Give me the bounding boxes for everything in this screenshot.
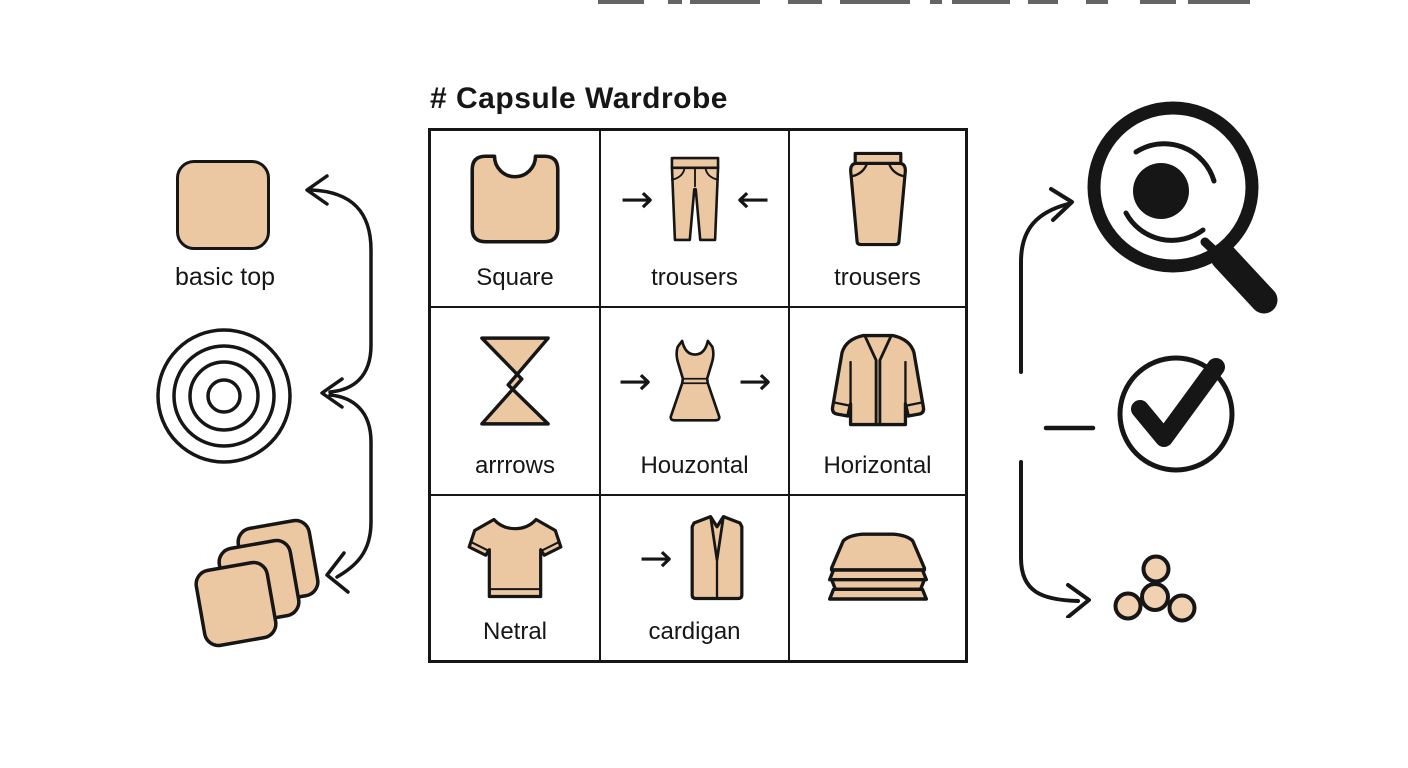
- dots-cluster-icon: [1113, 554, 1197, 623]
- cell-label: trousers: [834, 264, 921, 291]
- vest-icon: [690, 514, 744, 601]
- concentric-circles-icon: [156, 328, 292, 464]
- grid-cell-tshirt: Netral: [431, 496, 601, 660]
- grid-cell-dress: → → Houzontal: [601, 308, 790, 496]
- cell-label: Houzontal: [640, 452, 749, 479]
- cell-label: trousers: [651, 264, 738, 291]
- grid-cell-trousers: → ← trousers: [601, 131, 790, 308]
- arrow-right-icon: →: [617, 359, 652, 403]
- arrow-down-left-head: [325, 551, 350, 594]
- cropped-top-text-fragment: [1140, 0, 1176, 4]
- arrow-right-icon: →: [639, 536, 673, 580]
- basic-top-label: basic top: [174, 263, 276, 291]
- cropped-top-text-fragment: [1028, 0, 1058, 4]
- cropped-top-text-fragment: [1086, 0, 1108, 4]
- page-title: # Capsule Wardrobe: [430, 82, 728, 115]
- dress-icon: [668, 339, 721, 422]
- tshirt-icon: [467, 517, 563, 599]
- stacked-squares-icon: [194, 518, 320, 648]
- cropped-top-text-fragment: [930, 0, 942, 4]
- grid-cell-hourglass: arrrows: [431, 308, 601, 496]
- check-circle-icon: [1117, 355, 1235, 473]
- cell-label: Netral: [482, 618, 548, 645]
- triple-left-arrow-brace: [305, 174, 373, 594]
- hourglass-icon: [480, 336, 550, 426]
- arrow-right-head: [1066, 583, 1091, 618]
- arrow-left-icon: ←: [735, 176, 770, 221]
- cropped-top-text-fragment: [788, 0, 822, 4]
- cell-label: Square: [476, 264, 554, 291]
- grid-cell-folded-stack: [790, 496, 965, 660]
- cell-label: arrrows: [474, 452, 555, 479]
- grid-cell-square: Square: [431, 131, 601, 308]
- grid-cell-cardigan: Horizontal: [790, 308, 965, 496]
- cropped-top-text-fragment: [598, 0, 644, 4]
- magnifier-icon: [1087, 101, 1278, 314]
- cropped-top-text-fragment: [1188, 0, 1250, 4]
- skirt-icon: [848, 151, 907, 246]
- arrow-left-head: [305, 174, 329, 206]
- cropped-top-text-fragment: [952, 0, 1010, 4]
- cropped-top-text-fragment: [668, 0, 682, 4]
- rounded-square-icon: [176, 160, 270, 250]
- notched-square-icon: [470, 153, 560, 244]
- cell-label: Horizontal: [823, 452, 932, 479]
- arrow-right-head: [1049, 187, 1074, 222]
- branch-right-arrows: [1019, 187, 1096, 618]
- trousers-icon: [670, 156, 719, 241]
- arrow-right-icon: →: [619, 176, 654, 221]
- grid-cell-vest: → cardigan: [601, 496, 790, 660]
- cropped-top-text-fragment: [690, 0, 760, 4]
- capsule-wardrobe-grid: Square → ← trousers trousers: [428, 128, 968, 663]
- arrow-left-head: [320, 377, 344, 409]
- arrow-right-icon: →: [737, 359, 772, 403]
- cardigan-icon: [830, 333, 925, 427]
- folded-stack-icon: [827, 532, 928, 601]
- grid-cell-skirt: trousers: [790, 131, 965, 308]
- cell-label: cardigan: [648, 618, 741, 645]
- cropped-top-text-fragment: [840, 0, 910, 4]
